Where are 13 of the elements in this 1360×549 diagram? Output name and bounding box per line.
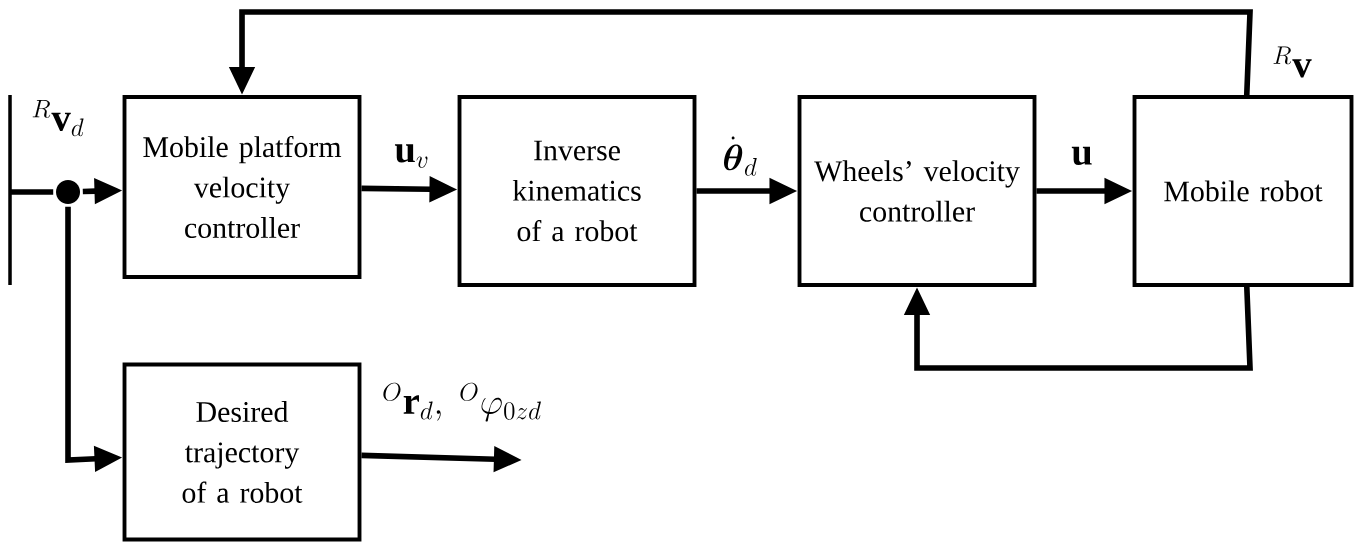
process-box: Wheels’ velocity controller [797,95,1037,287]
junction-dot [56,180,80,204]
process-box: Mobile robot [1132,95,1354,287]
edge-label: $\dot{\boldsymbol{\theta}}_{d}$ [720,134,760,178]
arrow [903,286,1253,371]
edge-label: $^{O}\mathbf{r}_{d},\ ^{O}\varphi_{0zd}$ [380,381,544,423]
edge-label: $\mathbf{u}$ [1069,145,1095,167]
edge-label: $\mathbf{u}_{v}$ [392,142,432,170]
edge-label: $^{R}\mathbf{v}$ [1270,44,1314,80]
edge-label: $^{R}\mathbf{v}_{d}$ [29,98,87,138]
process-box: Mobile platform velocity controller [122,95,362,279]
process-box: Desired trajectory of a robot [122,362,362,542]
process-box: Inverse kinematics of a robot [457,95,697,287]
